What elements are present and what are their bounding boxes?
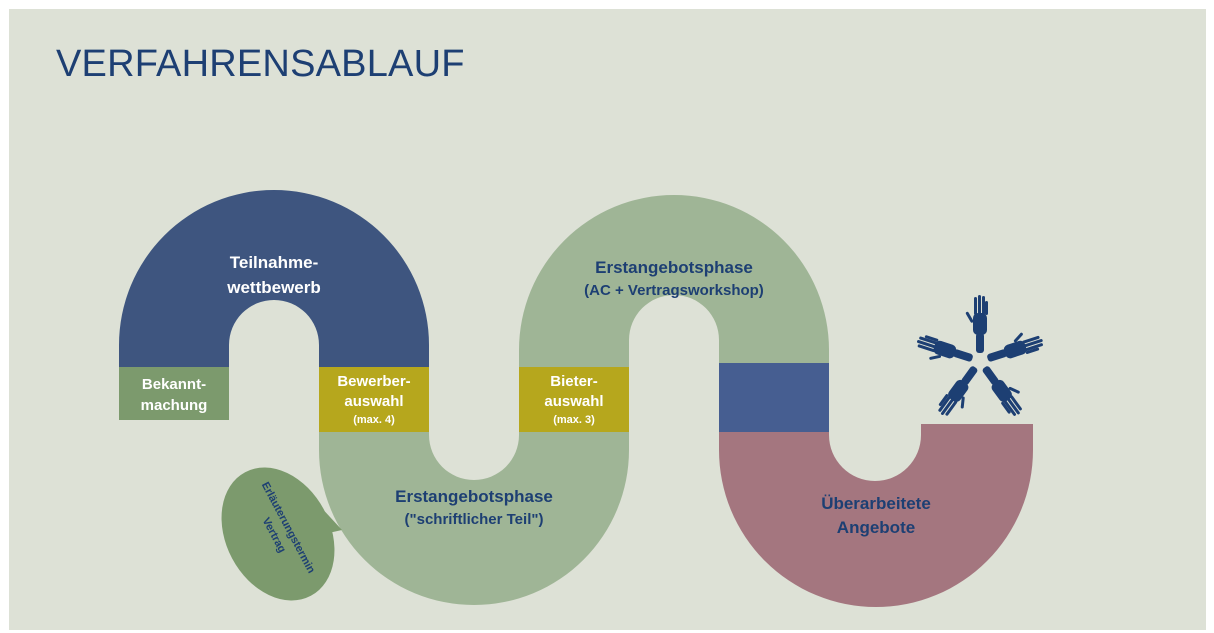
erstangebotsphase-schriftlich-shape: [319, 432, 629, 605]
ueberarbeitete-angebote-shape: [719, 424, 1033, 607]
ueberarbeitete-angebote-label-2: Angebote: [837, 518, 915, 537]
bewerberauswahl-label-1: Bewerber-: [337, 373, 410, 390]
erstangebotsphase-ac-label-2: (AC + Vertragsworkshop): [584, 282, 764, 299]
erstangebotsphase-schriftlich-label-2: ("schriftlicher Teil"): [405, 511, 544, 528]
bieterauswahl-note: (max. 3): [553, 414, 595, 426]
teilnahmewettbewerb-label-2: wettbewerb: [226, 278, 321, 297]
erstangebotsphase-ac-label-1: Erstangebotsphase: [595, 258, 753, 277]
teilnahmewettbewerb-arch: [119, 190, 429, 367]
bieterauswahl-label-2: auswahl: [544, 393, 603, 410]
hands-circle-icon: [917, 295, 1043, 416]
bekanntmachung-label-2: machung: [141, 397, 208, 414]
bewerberauswahl-block: [319, 367, 429, 432]
transition-block: [719, 363, 829, 432]
erstangebotsphase-ac-shape: [519, 195, 829, 367]
bieterauswahl-label-1: Bieter-: [550, 373, 598, 390]
erlaeuterungstermin-bubble: [221, 467, 342, 601]
bewerberauswahl-label-2: auswahl: [344, 393, 403, 410]
teilnahmewettbewerb-label-1: Teilnahme-: [230, 253, 318, 272]
page-title: VERFAHRENSABLAUF: [56, 43, 465, 85]
ueberarbeitete-angebote-label-1: Überarbeitete: [821, 494, 931, 513]
erstangebotsphase-schriftlich-label-1: Erstangebotsphase: [395, 487, 553, 506]
bieterauswahl-block: [519, 367, 629, 432]
bewerberauswahl-note: (max. 4): [353, 414, 395, 426]
bekanntmachung-label-1: Bekannt-: [142, 376, 206, 393]
bekanntmachung-block: [119, 367, 229, 420]
